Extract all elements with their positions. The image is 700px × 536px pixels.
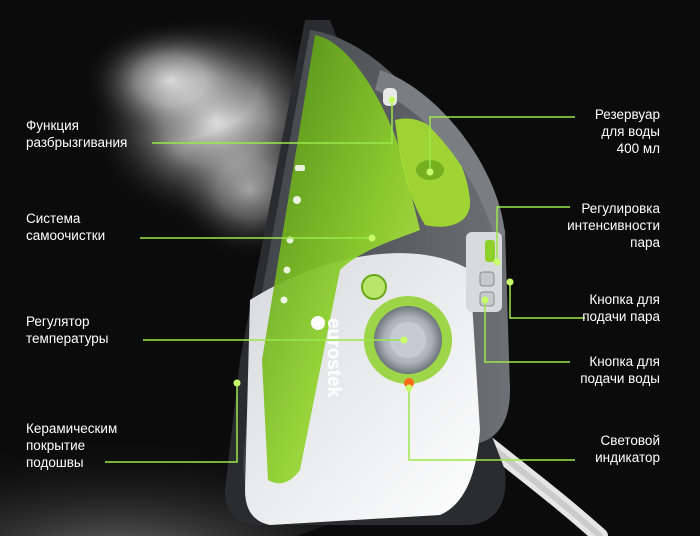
iron-handle: [375, 70, 505, 240]
iron-green-cover: [262, 35, 420, 484]
label-line: Керамическим: [26, 421, 118, 436]
label-steam-button: Кнопка для подачи пара: [582, 291, 660, 325]
label-line: Кнопка для: [589, 292, 660, 307]
label-ceramic-soleplate: Керамическим покрытие подошвы: [26, 420, 117, 471]
label-line: температуры: [26, 331, 109, 346]
callout-line-water-button: [484, 300, 570, 363]
label-water-reservoir: Резервуар для воды 400 мл: [595, 106, 660, 157]
self-clean-button: [361, 274, 387, 300]
label-line: Регулятор: [26, 314, 90, 329]
label-line: Регулировка: [581, 201, 660, 216]
label-line: подачи пара: [582, 309, 660, 324]
label-line: Резервуар: [594, 107, 660, 122]
label-steam-intensity: Регулировка интенсивности пара: [567, 200, 660, 251]
callout-line-soleplate: [105, 383, 238, 463]
callout-line-steam-button: [509, 282, 585, 319]
label-temperature-regulator: Регулятор температуры: [26, 313, 109, 347]
callout-lines: [105, 100, 585, 463]
label-line: Кнопка для: [589, 354, 660, 369]
label-line: Функция: [26, 118, 79, 133]
label-line: 400 мл: [616, 141, 660, 156]
label-line: Световой: [600, 433, 660, 448]
callout-dots: [233, 96, 514, 392]
brand-logo: eurostek: [311, 316, 344, 398]
callout-line-indicator: [408, 388, 575, 461]
label-line: разбрызгивания: [26, 135, 128, 150]
label-self-clean: Система самоочистки: [26, 210, 105, 244]
indicator-light: [404, 378, 414, 388]
label-indicator-light: Световой индикатор: [595, 432, 660, 466]
svg-text:eurostek: eurostek: [323, 318, 344, 398]
label-spray-function: Функция разбрызгивания: [26, 117, 127, 151]
label-line: интенсивности: [567, 218, 660, 233]
spray-nozzle: [383, 88, 397, 106]
label-line: индикатор: [595, 450, 660, 465]
label-line: покрытие: [26, 438, 86, 453]
label-line: подачи воды: [580, 371, 660, 386]
steam-button: [479, 271, 495, 287]
steam-intensity-slider: [485, 240, 495, 262]
callout-line-steam-intensity: [496, 206, 570, 262]
label-line: для воды: [601, 124, 660, 139]
callout-line-reservoir: [429, 116, 575, 172]
label-line: пара: [630, 235, 660, 250]
label-line: самоочистки: [26, 228, 106, 243]
label-line: Система: [26, 211, 81, 226]
label-line: подошвы: [26, 455, 84, 470]
callout-line-spray: [152, 100, 393, 144]
feature-icons-strip: [280, 165, 305, 304]
label-water-button: Кнопка для подачи воды: [580, 353, 660, 387]
